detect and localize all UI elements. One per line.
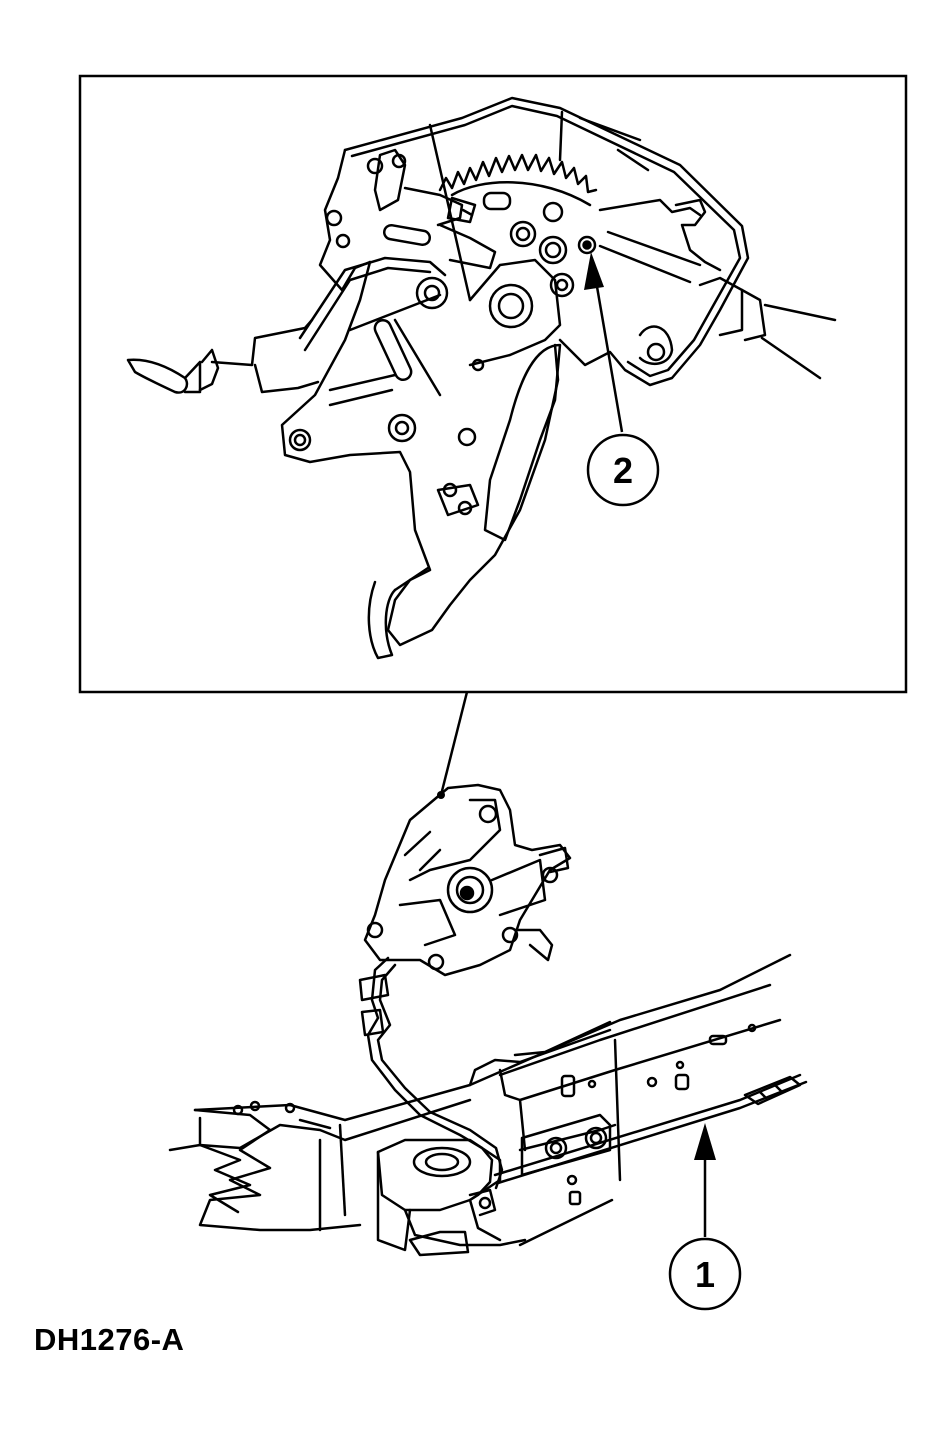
parking-brake-control-detail (126, 96, 837, 660)
callout-2: 2 (584, 252, 660, 507)
callout-2-number: 2 (613, 450, 633, 491)
inset-frame (78, 74, 908, 694)
callout-1-number: 1 (695, 1254, 715, 1295)
callout-2-circle (586, 433, 660, 507)
callout-1-circle (668, 1237, 742, 1311)
callout-1-arrowhead (694, 1123, 716, 1160)
detail-inset: 2 (78, 74, 908, 694)
brake-control-assembly (168, 783, 808, 1257)
callout-2-arrowhead (584, 252, 604, 290)
figure-id-label: DH1276-A (34, 1322, 185, 1357)
callout-1: 1 (668, 1123, 742, 1311)
callout-2-leader (593, 274, 624, 433)
inset-leader-line (439, 691, 469, 796)
